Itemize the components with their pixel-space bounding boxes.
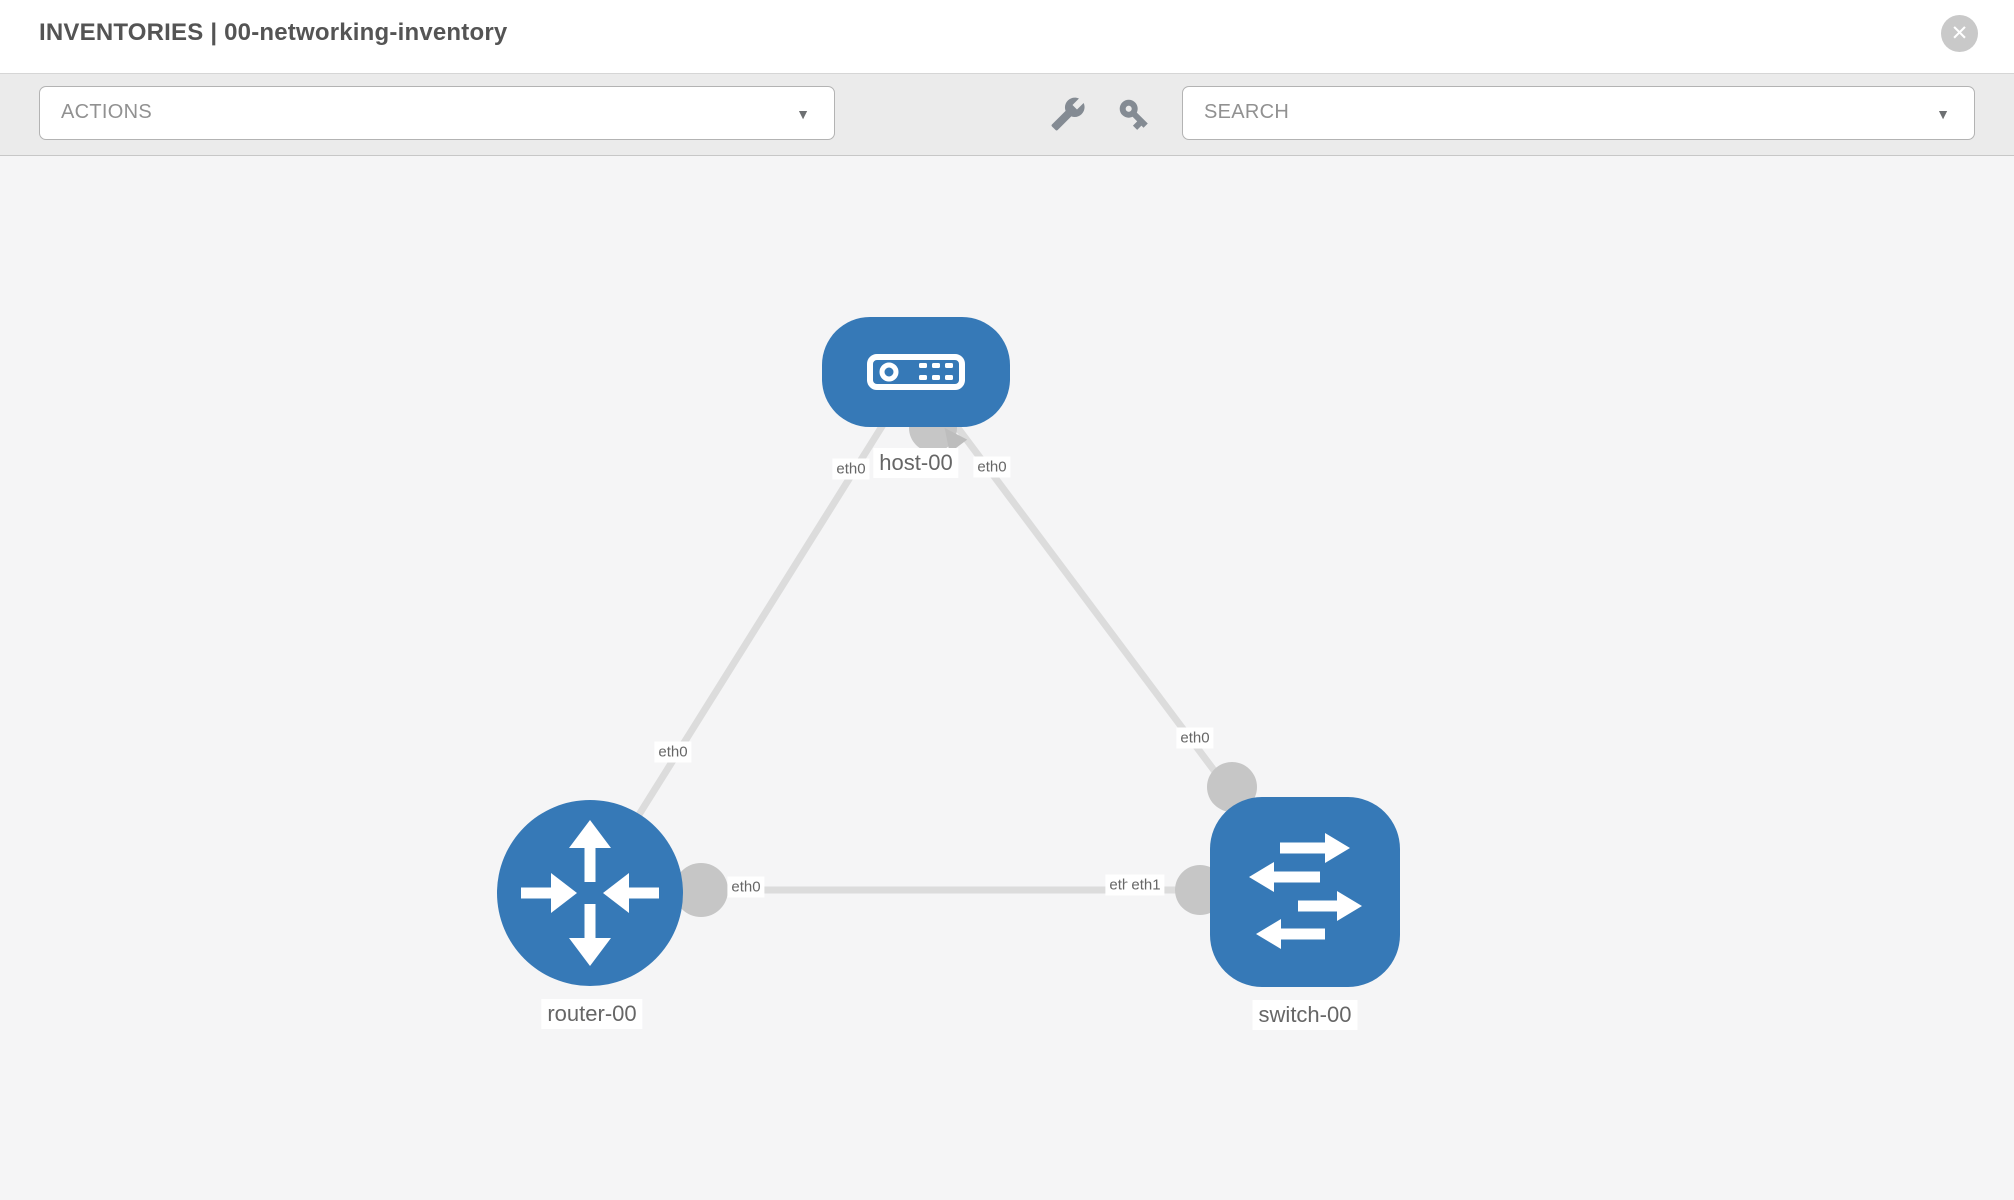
chevron-down-icon: ▼ [1936, 106, 1950, 122]
node-host-00[interactable] [822, 317, 1010, 427]
node-label-host: host-00 [873, 448, 959, 478]
node-switch-00[interactable] [1210, 797, 1400, 987]
node-router-00[interactable] [497, 800, 683, 986]
topology-canvas[interactable]: host-00 router-00 switch-00 eth0 eth0 et… [0, 156, 2014, 1200]
configure-button[interactable] [1050, 96, 1086, 132]
page-title: INVENTORIES | 00-networking-inventory [39, 19, 508, 46]
close-icon: ✕ [1950, 22, 1969, 45]
host-icon [867, 354, 965, 390]
toolbar: ACTIONS ▼ SEARCH ▼ [0, 74, 2014, 156]
interface-label: eth0 [832, 458, 870, 480]
search-dropdown[interactable]: SEARCH ▼ [1182, 86, 1975, 140]
interface-label: eth0 [973, 456, 1011, 478]
interface-label: eth0 [727, 876, 765, 898]
interface-label: eth0 [1176, 727, 1214, 749]
switch-icon [1249, 833, 1362, 949]
wrench-icon [1051, 97, 1085, 131]
close-button[interactable]: ✕ [1941, 15, 1978, 52]
chevron-down-icon: ▼ [796, 106, 810, 122]
key-icon [1119, 99, 1148, 130]
credentials-button[interactable] [1116, 96, 1152, 132]
node-label-switch: switch-00 [1252, 1000, 1358, 1030]
search-dropdown-label: SEARCH [1204, 101, 1290, 123]
interface-label: eth1 [1127, 874, 1165, 896]
interface-dot-router-right [674, 863, 728, 917]
header-bar: INVENTORIES | 00-networking-inventory ✕ [0, 0, 2014, 74]
router-icon [521, 820, 659, 966]
link-arrow-icon [944, 427, 968, 453]
actions-dropdown-label: ACTIONS [61, 101, 152, 123]
topology-links-layer [587, 369, 1308, 917]
interface-label: eth0 [654, 741, 692, 763]
actions-dropdown[interactable]: ACTIONS ▼ [39, 86, 835, 140]
node-label-router: router-00 [541, 999, 643, 1029]
